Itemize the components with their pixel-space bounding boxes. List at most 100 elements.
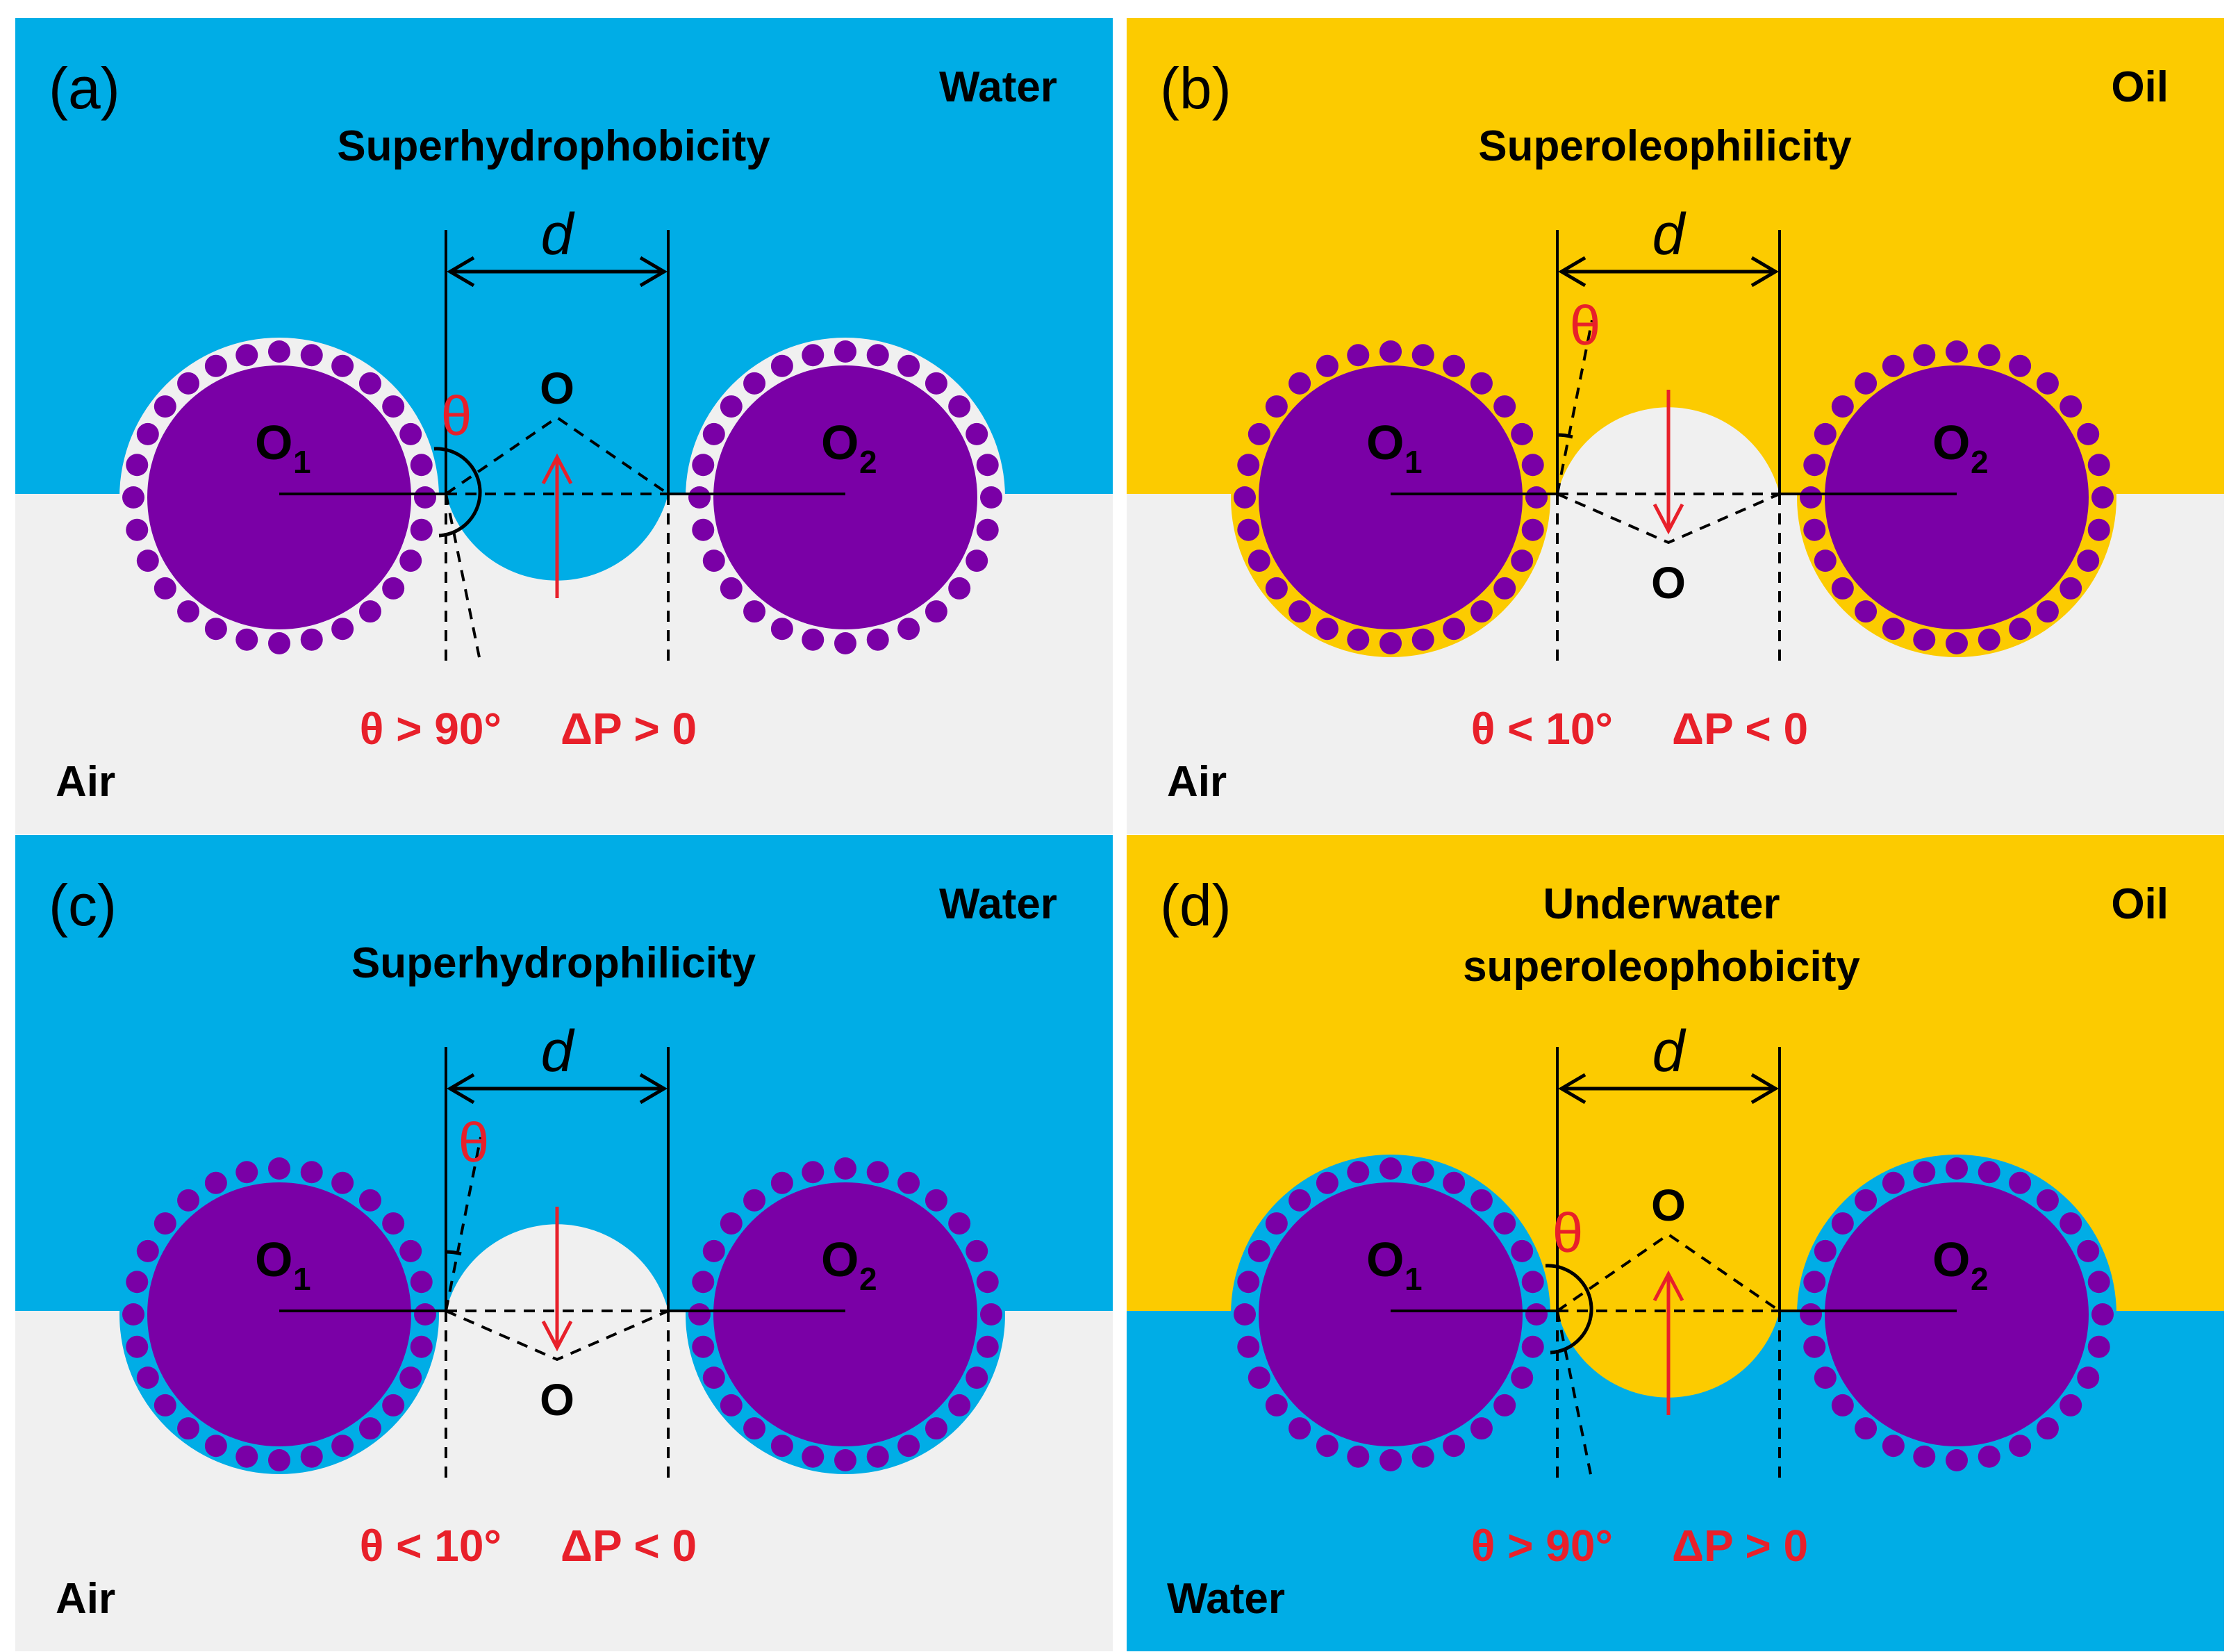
left-surface-dot — [382, 577, 405, 600]
right-surface-dot — [1855, 1189, 1878, 1212]
tangent-dashed — [1556, 1310, 1593, 1482]
right-surface-dot — [688, 486, 711, 509]
right-surface-dot — [702, 422, 725, 445]
right-surface-dot — [1831, 577, 1854, 600]
top-medium-label: Oil — [2111, 63, 2169, 111]
top-medium-label: Oil — [2111, 880, 2169, 928]
right-surface-dot — [2036, 600, 2059, 623]
left-surface-dot — [1493, 1212, 1516, 1235]
right-surface-dot — [2036, 1417, 2059, 1440]
right-surface-dot — [2060, 577, 2082, 600]
right-surface-dot — [1913, 628, 1936, 651]
left-surface-dot — [410, 454, 433, 477]
panel-title: Underwater — [1543, 880, 1780, 928]
right-surface-dot — [834, 1157, 856, 1180]
right-particle-core — [713, 1182, 977, 1446]
left-surface-dot — [177, 372, 200, 395]
left-surface-dot — [126, 1335, 149, 1358]
left-surface-dot — [382, 395, 405, 418]
right-surface-dot — [1913, 1161, 1936, 1184]
right-center-subscript: 2 — [859, 1261, 877, 1297]
right-surface-dot — [802, 628, 825, 651]
left-surface-dot — [1316, 354, 1339, 377]
right-surface-dot — [2087, 454, 2110, 477]
left-surface-dot — [358, 1417, 381, 1440]
angle-condition: θ < 10° — [360, 1521, 502, 1571]
pressure-condition: ΔP < 0 — [561, 1521, 697, 1571]
right-surface-dot — [925, 1417, 947, 1440]
right-surface-dot — [1978, 1161, 2000, 1184]
right-particle — [1797, 338, 2116, 657]
right-surface-dot — [976, 518, 999, 541]
left-surface-dot — [204, 354, 227, 377]
right-surface-dot — [702, 1239, 725, 1262]
right-surface-dot — [834, 340, 856, 363]
left-surface-dot — [268, 340, 290, 363]
right-surface-dot — [692, 518, 715, 541]
left-surface-dot — [399, 1366, 422, 1389]
right-surface-dot — [2077, 550, 2100, 572]
right-surface-dot — [770, 618, 793, 641]
bottom-medium-label: Air — [56, 1575, 115, 1623]
width-arrow-right-head — [1750, 1073, 1779, 1105]
right-surface-dot — [720, 1394, 743, 1416]
right-surface-dot — [2091, 1303, 2114, 1325]
right-surface-dot — [1831, 1394, 1854, 1416]
right-surface-dot — [1882, 618, 1905, 641]
right-surface-dot — [2009, 1435, 2032, 1457]
width-arrow-right-head — [639, 256, 668, 288]
right-surface-dot — [866, 1445, 889, 1468]
width-arrow-left-head — [447, 256, 475, 288]
left-surface-dot — [1288, 600, 1311, 623]
left-surface-dot — [1379, 632, 1402, 654]
contact-angle-arc — [1557, 433, 1573, 439]
panel-title-line2: superoleophobicity — [1463, 943, 1860, 991]
pressure-condition: ΔP > 0 — [561, 704, 697, 754]
pressure-arrow-head — [1652, 503, 1684, 535]
left-surface-dot — [1525, 486, 1548, 509]
center-point-label: O — [1651, 1180, 1686, 1230]
left-surface-dot — [1493, 577, 1516, 600]
width-arrow-left-head — [447, 1073, 475, 1105]
left-surface-dot — [1443, 1171, 1466, 1194]
left-surface-dot — [126, 518, 149, 541]
right-surface-dot — [1814, 550, 1837, 572]
right-surface-dot — [2077, 1239, 2100, 1262]
right-surface-dot — [2036, 372, 2059, 395]
right-surface-dot — [980, 486, 1002, 509]
left-surface-dot — [414, 1303, 436, 1325]
left-surface-dot — [1411, 628, 1434, 651]
right-surface-dot — [1882, 1171, 1905, 1194]
left-surface-dot — [1521, 454, 1544, 477]
left-surface-dot — [382, 1394, 405, 1416]
left-surface-dot — [1265, 1212, 1288, 1235]
right-surface-dot — [2060, 395, 2082, 418]
left-surface-dot — [1265, 395, 1288, 418]
right-center-subscript: 2 — [859, 444, 877, 480]
left-surface-dot — [235, 344, 258, 367]
left-center-label: O — [1366, 415, 1404, 470]
right-surface-dot — [1803, 1271, 1826, 1294]
left-surface-dot — [154, 395, 176, 418]
right-surface-dot — [980, 1303, 1002, 1325]
right-surface-dot — [834, 632, 856, 654]
left-surface-dot — [136, 1239, 159, 1262]
right-surface-dot — [1814, 1366, 1837, 1389]
left-surface-dot — [1511, 422, 1534, 445]
left-surface-dot — [1248, 1239, 1270, 1262]
panel-title: Superoleophilicity — [1478, 122, 1852, 170]
right-surface-dot — [948, 1212, 971, 1235]
pressure-condition: ΔP < 0 — [1672, 704, 1808, 754]
right-surface-dot — [720, 395, 743, 418]
left-surface-dot — [1265, 1394, 1288, 1416]
right-surface-dot — [720, 1212, 743, 1235]
left-surface-dot — [177, 1189, 200, 1212]
right-surface-dot — [2077, 422, 2100, 445]
bottom-medium-label: Air — [56, 758, 115, 806]
left-surface-dot — [1493, 1394, 1516, 1416]
right-surface-dot — [1946, 1449, 1968, 1471]
right-surface-dot — [2087, 1271, 2110, 1294]
center-radii-dashed — [1556, 1232, 1781, 1312]
right-surface-dot — [1803, 1335, 1826, 1358]
